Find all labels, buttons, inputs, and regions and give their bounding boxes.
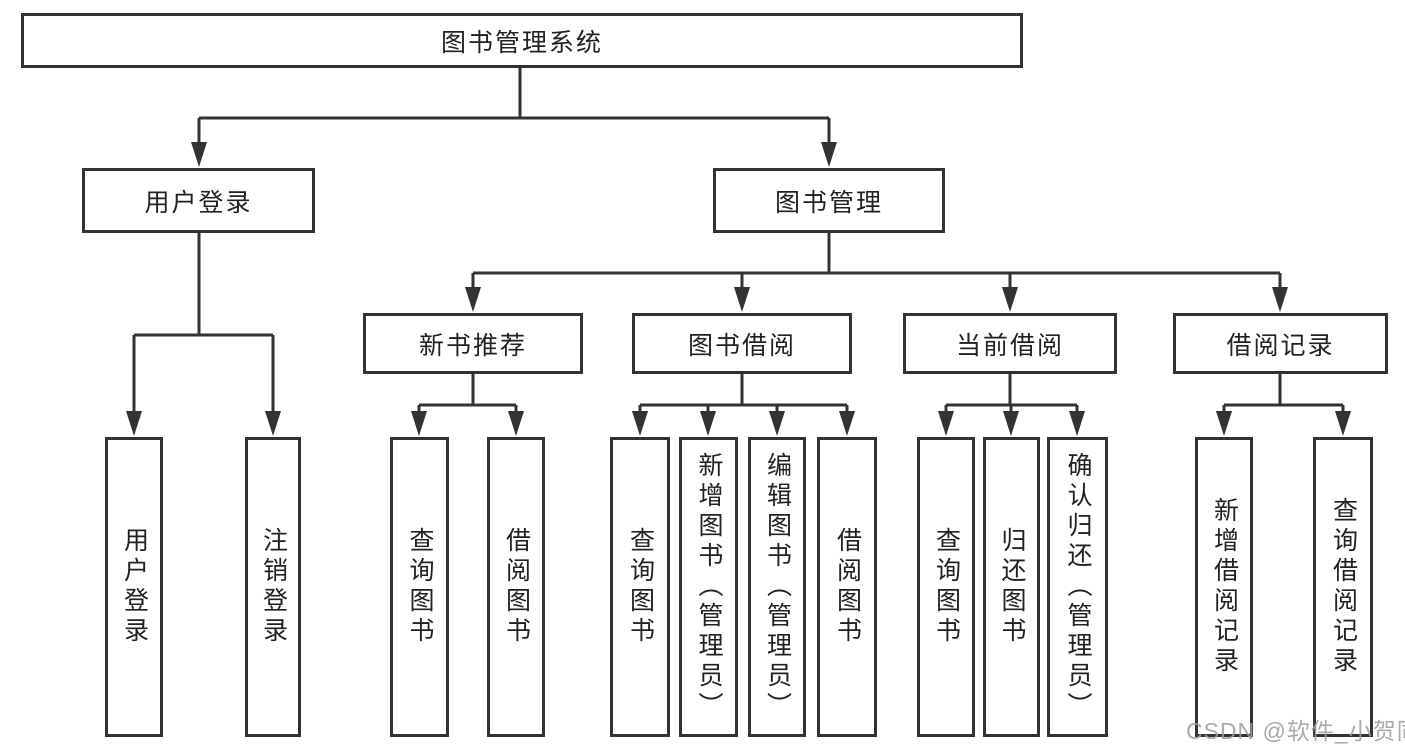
- node-label: 新增图书（管理员）: [695, 452, 723, 722]
- node-new-book-recommend: 新书推荐: [363, 313, 583, 374]
- leaf-logout: 注销登录: [245, 437, 301, 737]
- leaf-query-borrow-record: 查询借阅记录: [1313, 437, 1373, 737]
- leaf-query-books-recommend: 查询图书: [390, 437, 449, 737]
- node-label: 用户登录: [120, 527, 149, 647]
- node-label: 图书借阅: [687, 331, 796, 360]
- node-library-system: 图书管理系统: [21, 13, 1023, 68]
- connector-user-login-branch: [132, 233, 275, 412]
- node-label: 查询图书: [406, 527, 434, 647]
- leaf-return-books: 归还图书: [983, 437, 1040, 737]
- node-label: 查询借阅记录: [1329, 497, 1358, 677]
- leaf-user-login: 用户登录: [105, 437, 163, 737]
- connector-new-book-children: [417, 374, 518, 412]
- connector-root-to-level2: [197, 68, 831, 143]
- node-label: 查询图书: [932, 527, 961, 647]
- leaf-query-books-borrowing: 查询图书: [610, 437, 670, 737]
- leaf-add-borrow-record: 新增借阅记录: [1195, 437, 1253, 737]
- connector-book-mgmt-branch: [471, 233, 1282, 288]
- node-label: 新书推荐: [418, 331, 527, 360]
- node-label: 用户登录: [144, 188, 253, 217]
- arrowheads: [126, 142, 1351, 436]
- node-label: 借阅记录: [1226, 331, 1335, 360]
- leaf-borrow-books-recommend: 借阅图书: [487, 437, 545, 737]
- node-label: 借阅图书: [502, 527, 531, 647]
- leaf-edit-books-admin: 编辑图书（管理员）: [748, 437, 806, 737]
- node-borrowing-records: 借阅记录: [1173, 313, 1388, 374]
- leaf-borrow-books-borrowing: 借阅图书: [817, 437, 877, 737]
- node-label: 确认归还（管理员）: [1064, 452, 1092, 722]
- node-current-borrowing: 当前借阅: [903, 313, 1117, 374]
- leaf-confirm-return-admin: 确认归还（管理员）: [1047, 437, 1108, 737]
- node-label: 注销登录: [259, 527, 288, 647]
- node-label: 借阅图书: [833, 527, 862, 647]
- node-label: 图书管理: [774, 188, 883, 217]
- node-book-management-module: 图书管理: [713, 168, 945, 233]
- connector-book-borrow-children: [638, 374, 849, 412]
- node-label: 图书管理系统: [440, 28, 603, 57]
- node-label: 查询图书: [626, 527, 655, 647]
- connector-borrow-record-children: [1222, 374, 1345, 412]
- node-label: 编辑图书（管理员）: [763, 452, 792, 722]
- node-label: 归还图书: [998, 527, 1026, 647]
- leaf-query-books-current: 查询图书: [917, 437, 975, 737]
- node-book-borrowing: 图书借阅: [632, 313, 852, 374]
- node-label: 当前借阅: [955, 331, 1064, 360]
- connector-current-borrow-children: [944, 374, 1079, 412]
- node-label: 新增借阅记录: [1210, 497, 1239, 677]
- leaf-add-books-admin: 新增图书（管理员）: [679, 437, 738, 737]
- watermark: CSDN @软件_小贺同学: [1186, 718, 1405, 744]
- node-user-login-module: 用户登录: [82, 168, 315, 233]
